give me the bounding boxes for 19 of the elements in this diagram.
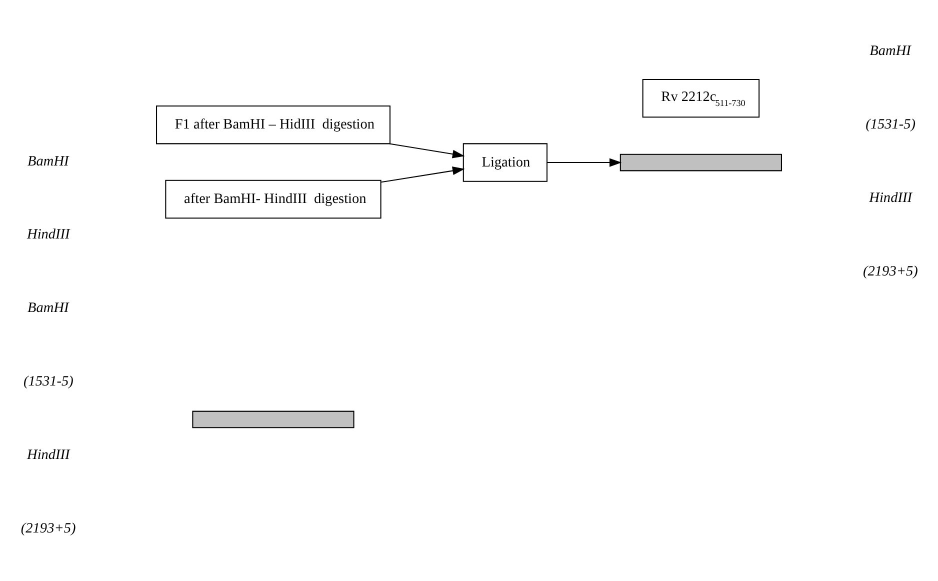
node-bar — [620, 153, 782, 171]
arrow — [547, 158, 622, 166]
label: HindIII — [27, 446, 70, 462]
node-box: after BamHI- HindIII digestion — [165, 179, 382, 218]
node-box: Ligation — [462, 142, 548, 182]
label: (1531-5) — [23, 373, 74, 390]
node-bar — [192, 410, 354, 428]
label: (2193+5) — [863, 262, 918, 279]
label: (2193+5) — [20, 520, 76, 536]
label: HindIII — [27, 226, 70, 242]
label: BamHI — [28, 300, 69, 316]
node-box: F1 after BamHI – HidIII digestion — [156, 104, 390, 144]
arrow — [389, 142, 465, 158]
label: (1531-5) — [866, 116, 916, 132]
label: HindIII — [869, 189, 912, 206]
node-box: Rv 2212c$_{511-730}$ — [642, 78, 760, 118]
arrow — [381, 166, 465, 182]
label: BamHI — [870, 42, 911, 59]
label: BamHI — [28, 152, 69, 169]
